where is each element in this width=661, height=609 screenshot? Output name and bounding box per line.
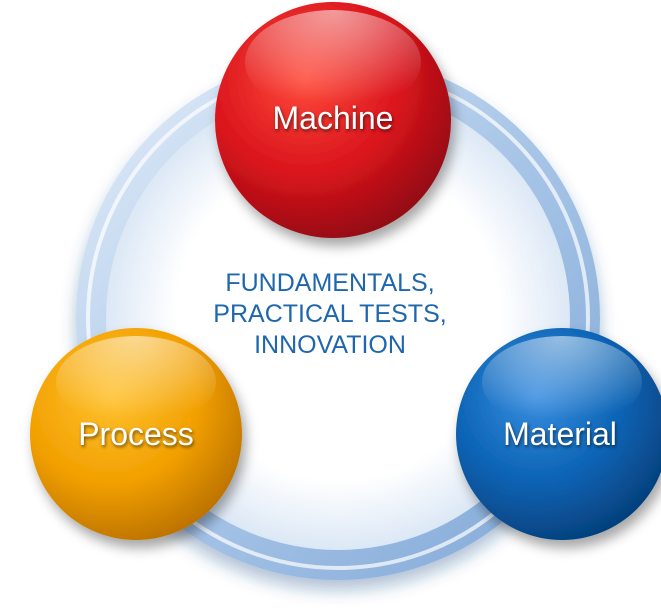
- process-node: [30, 328, 242, 540]
- center-line-2: PRACTICAL TESTS,: [213, 300, 447, 328]
- machine-label: Machine: [272, 100, 394, 136]
- process-label: Process: [78, 416, 194, 452]
- center-line-1: FUNDAMENTALS,: [225, 269, 435, 297]
- center-text: FUNDAMENTALS, PRACTICAL TESTS, INNOVATIO…: [180, 268, 480, 361]
- material-node: [456, 328, 661, 540]
- material-label: Material: [503, 416, 617, 452]
- center-line-3: INNOVATION: [254, 331, 406, 359]
- machine-node: [215, 2, 451, 238]
